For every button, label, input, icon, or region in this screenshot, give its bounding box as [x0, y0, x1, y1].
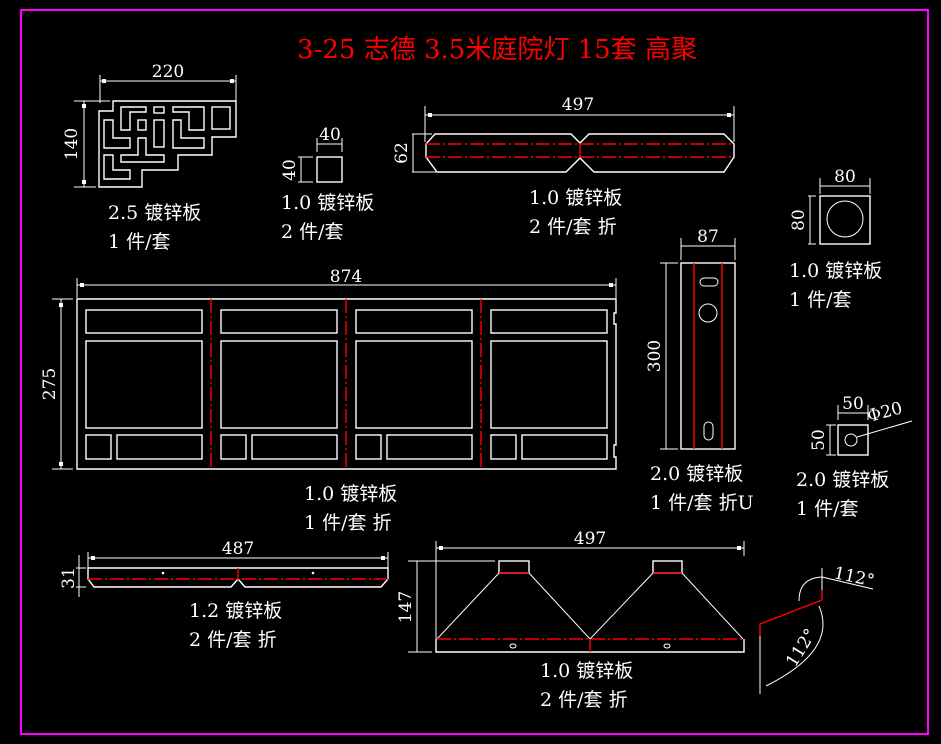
dim-hole: Φ20: [865, 398, 905, 427]
part-bend-angle: 112° 112°: [759, 563, 876, 694]
material-label: 1.0 镀锌板: [281, 192, 374, 214]
material-label: 2.5 镀锌板: [108, 202, 201, 224]
panel-cutout: [490, 340, 608, 429]
dim-width: 487: [222, 539, 254, 559]
panel-cutout: [85, 309, 203, 334]
dim-height: 147: [396, 591, 416, 623]
dim-width: 50: [842, 394, 864, 414]
dim-height: 40: [280, 159, 300, 181]
dim-height: 275: [40, 368, 60, 400]
panel-cutout: [85, 434, 112, 460]
material-label: 1.0 镀锌板: [529, 187, 622, 209]
panel-cutout: [386, 434, 473, 460]
panel-cutout: [521, 434, 608, 460]
panel-cutout: [220, 340, 338, 429]
part-bottom-strip: 487 31 1.2 镀锌板 2 件/套 折: [59, 539, 389, 651]
panel-cutout: [490, 434, 517, 460]
dim-width: 87: [697, 227, 719, 247]
qty-label: 1 件/套: [789, 289, 852, 311]
panel-cutout: [490, 309, 608, 334]
material-label: 2.0 镀锌板: [796, 469, 889, 491]
panel-cutout: [355, 434, 382, 460]
part-lattice-panel: 220 140 2.5 镀锌板 1 件/套: [62, 62, 237, 253]
part-small-square: 40 40 1.0 镀锌板 2 件/套: [280, 125, 374, 243]
dim-height: 300: [645, 340, 665, 372]
material-label: 1.0 镀锌板: [540, 660, 633, 682]
part-top-strip: 497 62 1.0 镀锌板 2 件/套 折: [392, 95, 735, 238]
qty-label: 2 件/套 折: [540, 689, 628, 711]
qty-label: 1 件/套: [108, 231, 171, 253]
dim-width: 40: [319, 125, 341, 145]
dim-height: 62: [392, 142, 412, 164]
qty-label: 2 件/套 折: [529, 216, 617, 238]
dim-width: 80: [834, 167, 856, 187]
part-trapezoid-panel: 497 147 1.0 镀锌板 2 件/套 折: [396, 529, 745, 711]
dim-height: 140: [62, 128, 82, 160]
part-small-plate-hole: 50 50 Φ20 2.0 镀锌板 1 件/套: [796, 394, 913, 520]
material-label: 1.0 镀锌板: [789, 260, 882, 282]
dim-width: 497: [562, 95, 594, 115]
dim-width: 220: [152, 62, 184, 82]
panel-cutout: [116, 434, 203, 460]
circle-hole: [826, 200, 864, 238]
dim-height: 80: [789, 209, 809, 231]
dim-width: 874: [330, 267, 362, 287]
qty-label: 1 件/套 折: [304, 512, 392, 534]
dim-height: 50: [809, 429, 829, 451]
qty-label: 1 件/套: [796, 498, 859, 520]
qty-label: 2 件/套: [281, 221, 344, 243]
panel-cutout: [220, 309, 338, 334]
dim-height: 31: [59, 567, 79, 589]
part-u-bracket: 87 300 2.0 镀锌板 1 件/套 折U: [645, 227, 754, 514]
drawing-frame: [20, 9, 929, 735]
panel-cutout: [85, 340, 203, 429]
dim-angle-top: 112°: [832, 563, 876, 591]
panel-cutout: [355, 340, 473, 429]
material-label: 1.0 镀锌板: [304, 483, 397, 505]
material-label: 1.2 镀锌板: [189, 600, 282, 622]
material-label: 2.0 镀锌板: [650, 463, 743, 485]
qty-label: 1 件/套 折U: [650, 492, 754, 514]
drawing-title: 3-25 志德 3.5米庭院灯 15套 高聚: [297, 35, 697, 65]
panel-cutout: [220, 434, 247, 460]
panel-cutout: [355, 309, 473, 334]
panel-cutout: [251, 434, 338, 460]
part-square-with-circle: 80 80 1.0 镀锌板 1 件/套: [789, 167, 882, 311]
dim-width: 497: [574, 529, 606, 549]
part-main-panel: 874 275 1.0 镀锌板 1 件/套 折: [40, 267, 617, 534]
qty-label: 2 件/套 折: [189, 629, 277, 651]
